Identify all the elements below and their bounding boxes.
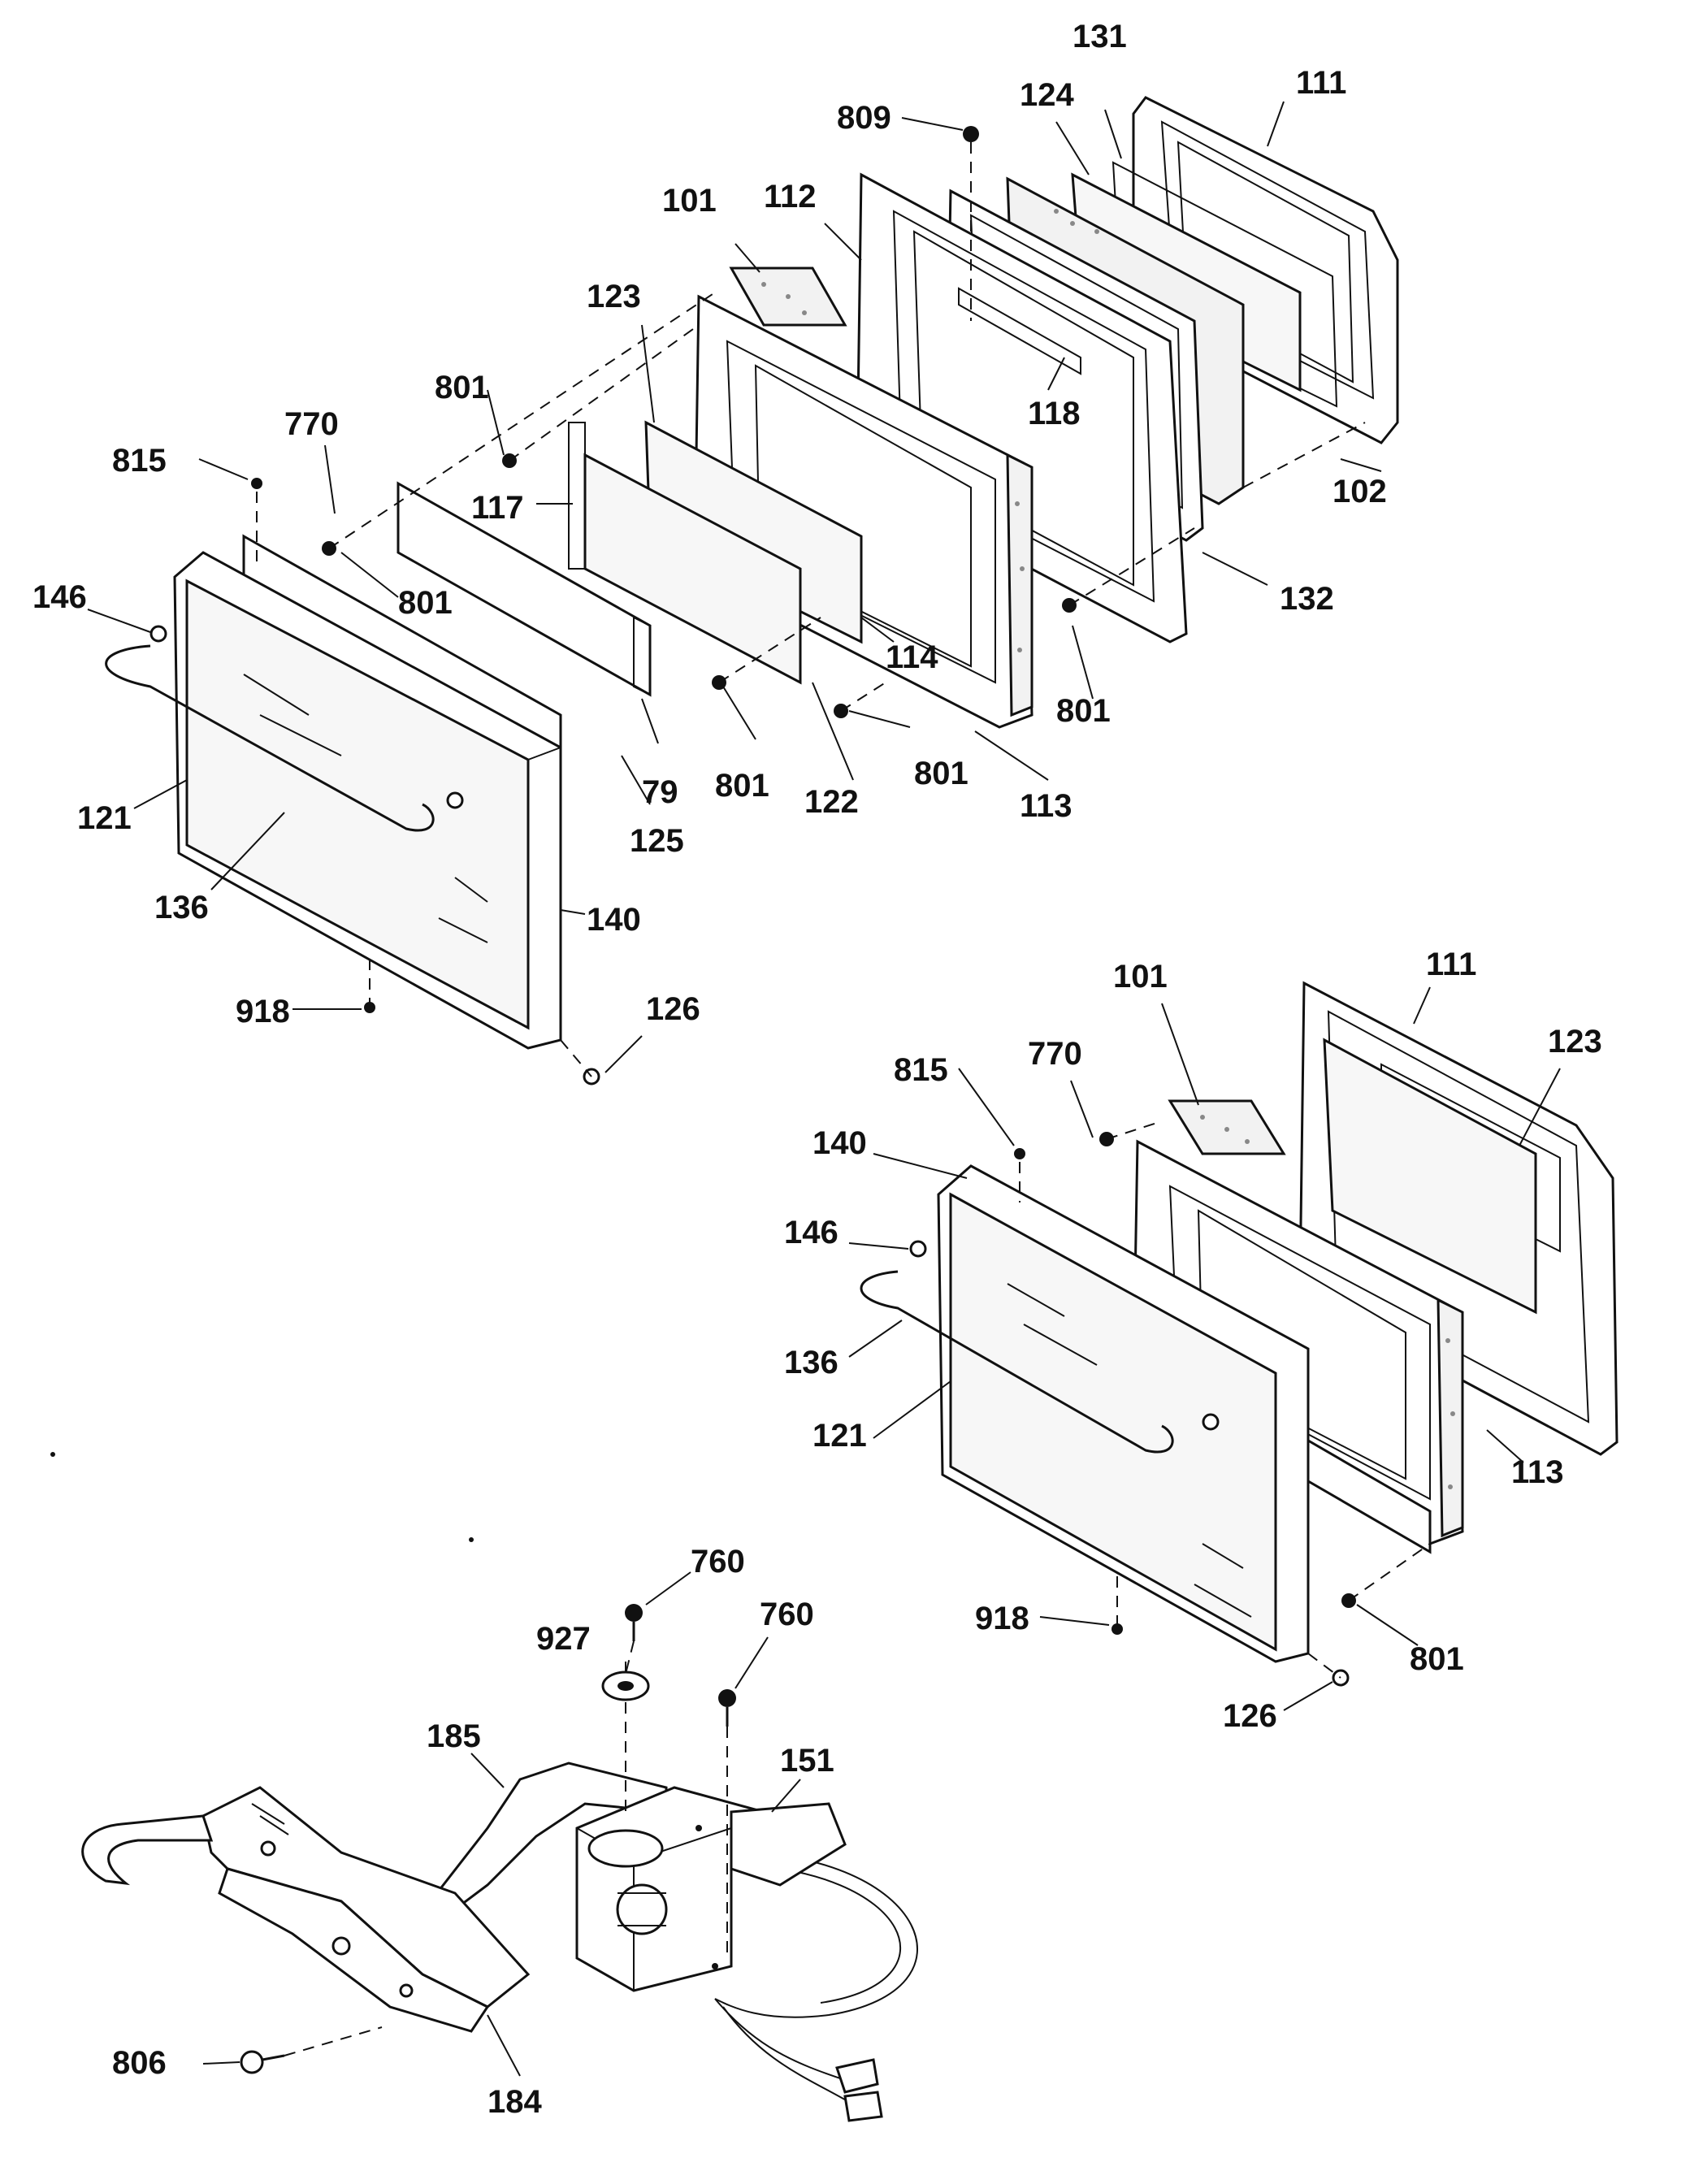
label-102: 102 <box>1332 474 1387 509</box>
alignment-lines-upper <box>256 142 1366 1077</box>
label-113-lower: 113 <box>1511 1454 1564 1490</box>
alignment-lines-lower <box>1019 1120 1431 1679</box>
label-815-lower: 815 <box>894 1052 948 1088</box>
label-111: 111 <box>1296 65 1346 101</box>
label-815: 815 <box>112 443 167 479</box>
label-140-upper: 140 <box>587 902 641 938</box>
label-126-lower: 126 <box>1223 1698 1277 1734</box>
label-801-e: 801 <box>914 756 968 791</box>
door-lock-motor-assembly: 760 927 760 185 151 806 184 <box>81 1544 918 2122</box>
leader-lines-motor <box>202 1571 801 2077</box>
alignment-lines-motor <box>284 1640 728 2056</box>
label-146-upper: 146 <box>32 579 87 615</box>
label-114: 114 <box>886 639 938 675</box>
label-801-lower: 801 <box>1410 1641 1464 1677</box>
scan-speck <box>50 1452 55 1457</box>
label-123-lower: 123 <box>1548 1024 1602 1060</box>
label-809: 809 <box>837 100 891 136</box>
label-770-lower: 770 <box>1028 1036 1082 1072</box>
part-118-bracket <box>958 287 1081 375</box>
label-184: 184 <box>488 2084 542 2120</box>
part-121-outer-door <box>173 551 562 1050</box>
label-770: 770 <box>284 406 339 442</box>
part-123-glass-panel-lower <box>1323 1038 1537 1315</box>
label-927: 927 <box>536 1621 591 1657</box>
part-146-handle-spacer <box>150 625 167 643</box>
label-760-b: 760 <box>760 1597 814 1632</box>
part-136-door-handle <box>105 644 435 832</box>
part-101-insulation <box>729 266 847 327</box>
label-801-b: 801 <box>398 585 453 621</box>
leader-lines-upper <box>87 101 1382 1073</box>
lower-door-assembly: 101 111 123 815 770 140 146 136 121 113 … <box>784 947 1618 1734</box>
label-146-lower: 146 <box>784 1215 838 1250</box>
part-117-glass-bracket <box>568 422 586 570</box>
wire-terminal <box>843 2091 883 2122</box>
part-146-handle-spacer-lower <box>909 1240 927 1258</box>
label-121-lower: 121 <box>812 1418 867 1454</box>
label-126-upper: 126 <box>646 991 700 1027</box>
label-806: 806 <box>112 2045 167 2081</box>
upper-door-assembly: 809 131 111 124 101 112 123 801 770 815 … <box>32 19 1399 1086</box>
label-112: 112 <box>764 179 817 214</box>
label-136-upper: 136 <box>154 890 209 925</box>
part-760-screw <box>625 1604 643 1641</box>
label-151: 151 <box>780 1743 834 1779</box>
label-122: 122 <box>804 784 859 820</box>
label-132: 132 <box>1280 581 1334 617</box>
label-801-a: 801 <box>435 370 489 405</box>
label-918-upper: 918 <box>236 994 290 1029</box>
latch-hook <box>81 1814 214 1886</box>
scan-speck <box>469 1537 474 1542</box>
part-151-lock-motor <box>575 1786 847 1992</box>
label-801-c: 801 <box>1056 693 1111 729</box>
label-131: 131 <box>1072 19 1127 54</box>
label-801-d: 801 <box>715 768 769 804</box>
label-123: 123 <box>587 279 641 314</box>
label-117: 117 <box>471 490 524 526</box>
leader-lines-lower <box>848 986 1561 1711</box>
label-121-upper: 121 <box>77 800 132 836</box>
wire-terminal <box>835 2058 879 2094</box>
part-806-screw <box>240 2050 285 2074</box>
label-918-lower: 918 <box>975 1601 1029 1636</box>
part-185-link-arm <box>428 1762 668 1911</box>
label-140-lower: 140 <box>812 1125 867 1161</box>
part-79-heat-shield <box>396 481 652 697</box>
label-101-lower: 101 <box>1113 959 1168 994</box>
label-124: 124 <box>1020 77 1074 113</box>
part-184-lock-bracket <box>202 1786 531 2033</box>
label-760-a: 760 <box>691 1544 745 1580</box>
part-121-outer-door-lower <box>937 1164 1310 1663</box>
label-111-lower: 111 <box>1426 947 1476 982</box>
part-136-door-handle-lower <box>860 1270 1174 1454</box>
motor-wire-harness <box>714 1852 918 2018</box>
label-113-upper: 113 <box>1020 788 1072 824</box>
label-125: 125 <box>630 823 684 859</box>
label-101: 101 <box>662 183 717 219</box>
label-185: 185 <box>427 1718 481 1754</box>
part-101-insulation-lower <box>1168 1099 1286 1155</box>
label-136-lower: 136 <box>784 1345 838 1380</box>
label-79: 79 <box>642 774 678 810</box>
label-118: 118 <box>1028 396 1081 431</box>
part-760-screw <box>718 1689 736 1727</box>
